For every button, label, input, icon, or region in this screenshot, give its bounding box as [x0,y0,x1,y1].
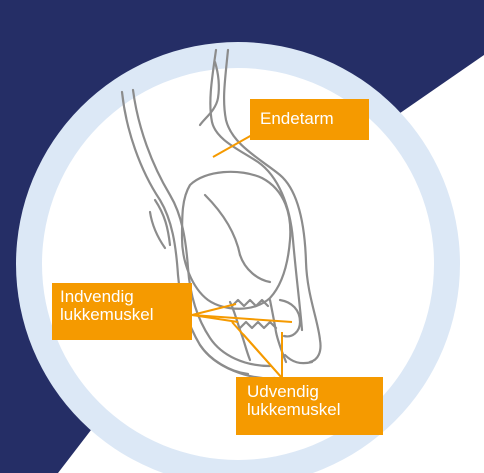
indvendig-text-line1: Indvendig [60,288,186,306]
udvendig-lukkemuskel-label: Udvendig lukkemuskel [236,377,383,435]
indvendig-text-line2: lukkemuskel [60,306,186,324]
endetarm-text: Endetarm [260,110,363,128]
indvendig-lukkemuskel-label: Indvendig lukkemuskel [52,283,192,340]
udvendig-text-line2: lukkemuskel [247,401,377,419]
udvendig-text-line1: Udvendig [247,383,377,401]
endetarm-label: Endetarm [250,99,369,140]
